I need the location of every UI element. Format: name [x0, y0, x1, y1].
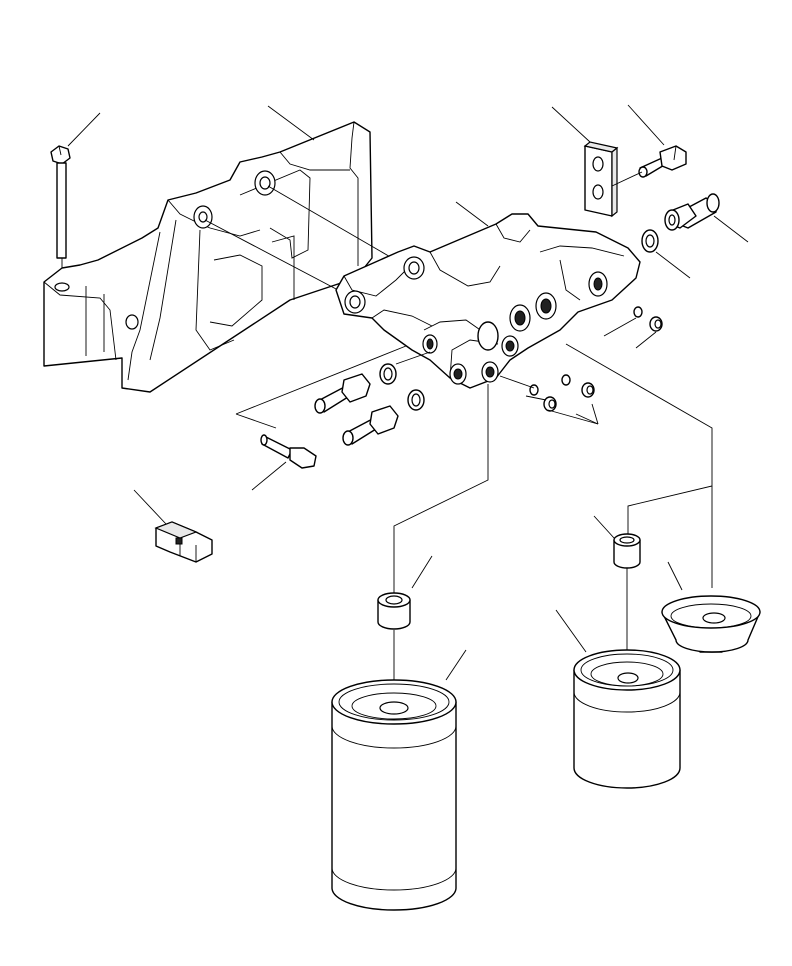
mounting-bolt-lower — [260, 434, 317, 469]
spacer-plate — [583, 141, 619, 218]
leader-sealing-washer — [655, 251, 691, 279]
short-bolt — [638, 145, 687, 178]
leader-separator-bowl — [667, 561, 683, 591]
orings-right — [633, 306, 663, 332]
plugs-center — [529, 374, 595, 412]
stud-fitting-upper — [314, 363, 397, 414]
filter-head-housing — [335, 213, 641, 389]
sealing-washer — [641, 229, 659, 253]
leader-mounting-bolt — [251, 461, 287, 491]
fuel-filter-right — [573, 649, 681, 789]
leader-fuel-filter-left — [445, 649, 467, 681]
leader-adapter-left — [411, 555, 433, 589]
separator-bowl — [661, 595, 761, 653]
stud-fitting-lower — [342, 389, 425, 446]
mounting-bracket — [43, 121, 373, 393]
leader-fuel-filter-right — [555, 609, 587, 653]
leader-inlet-fitting — [713, 215, 749, 243]
leader-long-bolt — [67, 112, 101, 147]
leader-sensor-connector — [133, 489, 167, 525]
leader-adapter-right — [593, 515, 615, 539]
adapter-bushing-right — [613, 533, 641, 569]
long-bolt — [50, 145, 71, 283]
leader-bracket — [267, 105, 315, 141]
sensor-connector — [154, 521, 213, 563]
adapter-bushing-left — [377, 592, 411, 630]
leader-spacer-plate — [551, 106, 591, 143]
leader-filter-head — [455, 201, 489, 227]
fuel-filter-left — [331, 679, 457, 911]
leader-short-bolt — [627, 104, 665, 146]
inlet-fitting — [664, 193, 720, 231]
